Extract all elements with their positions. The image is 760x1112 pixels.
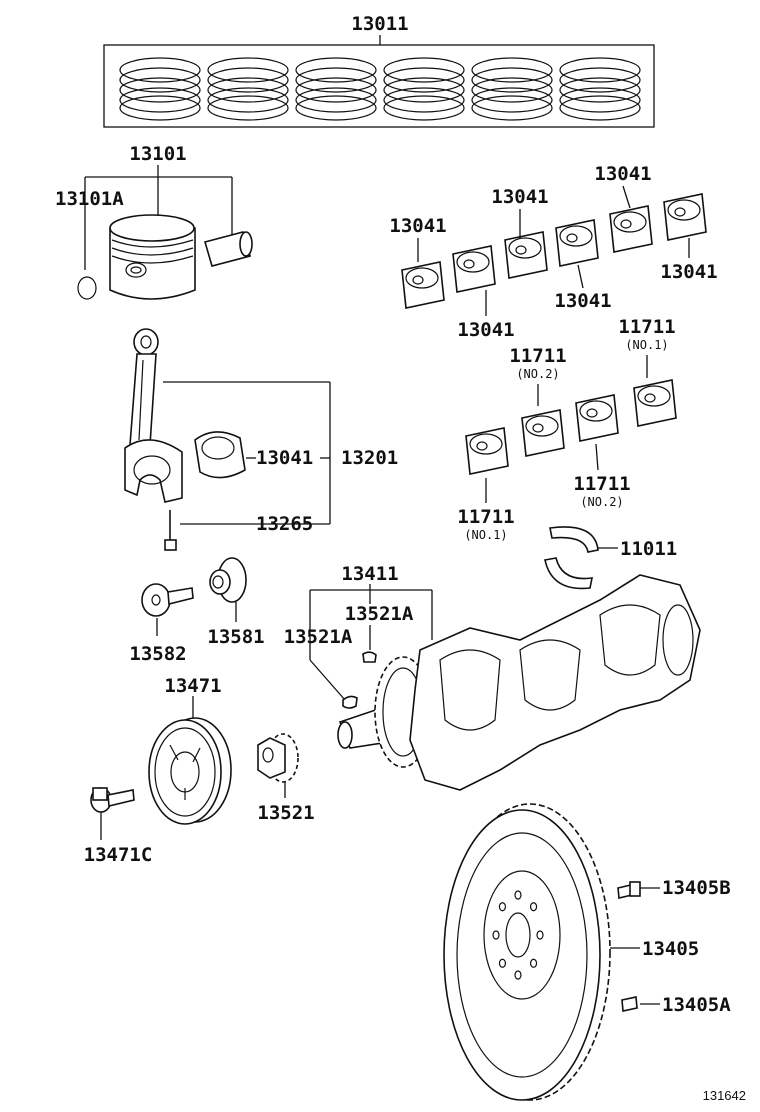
label-13521A-upper: 13521A <box>345 603 414 625</box>
piston-ring-4 <box>383 57 465 121</box>
label-13101: 13101 <box>129 143 186 165</box>
label-13411: 13411 <box>341 563 398 585</box>
piston-ring-2 <box>207 57 289 121</box>
bearing-leaders-b <box>485 355 648 503</box>
label-13201: 13201 <box>341 447 398 469</box>
bearing-leaders-a <box>417 185 690 316</box>
label-11711-no1-bottom: 11711 <box>457 506 514 528</box>
label-13041-a3: 13041 <box>594 163 651 185</box>
timing-gear <box>257 733 299 798</box>
main-bearing-2 <box>521 409 565 457</box>
label-13581: 13581 <box>207 626 264 648</box>
bearing-shell-5 <box>609 205 653 253</box>
bolt-13582 <box>141 583 194 636</box>
label-11711-no1-bottom-sub: (NO.1) <box>464 528 507 542</box>
label-13582: 13582 <box>129 643 186 665</box>
flywheel <box>443 803 660 1101</box>
crankshaft <box>309 574 701 791</box>
label-13041-conrod: 13041 <box>256 447 313 469</box>
thrust-washer <box>544 526 618 590</box>
piston-ring-1 <box>119 57 201 121</box>
bearing-shell-1 <box>401 261 445 309</box>
label-11711-no2-bottom: 11711 <box>573 473 630 495</box>
bearing-shells-13041 <box>401 193 707 309</box>
label-13521A-lower: 13521A <box>284 626 353 648</box>
bushing-13581 <box>209 557 247 622</box>
connecting-rod <box>124 328 331 551</box>
label-13471: 13471 <box>164 675 221 697</box>
label-11011: 11011 <box>620 538 677 560</box>
bearing-shell-2 <box>452 245 496 293</box>
label-13521: 13521 <box>257 802 314 824</box>
label-13041-a2: 13041 <box>491 186 548 208</box>
bearing-shell-3 <box>504 231 548 279</box>
label-11711-no2-top: 11711 <box>509 345 566 367</box>
label-13471C: 13471C <box>84 844 153 866</box>
main-bearing-3 <box>575 394 619 442</box>
label-13041-a4: 13041 <box>660 261 717 283</box>
label-13101A: 13101A <box>55 188 124 210</box>
piston-ring-3 <box>295 57 377 121</box>
label-13041-a6: 13041 <box>457 319 514 341</box>
crank-pulley <box>90 696 232 840</box>
piston-ring-set <box>103 35 655 128</box>
label-11711-no1-top: 11711 <box>618 316 675 338</box>
main-bearings-11711 <box>465 379 677 475</box>
label-13265: 13265 <box>256 513 313 535</box>
bearing-shell-4 <box>555 219 599 267</box>
piston-ring-6 <box>559 57 641 121</box>
bearing-shell-6 <box>663 193 707 241</box>
main-bearing-1 <box>465 427 509 475</box>
piston-assembly <box>77 165 253 300</box>
label-13011: 13011 <box>351 13 408 35</box>
label-11711-no1-top-sub: (NO.1) <box>625 338 668 352</box>
piston-ring-5 <box>471 57 553 121</box>
reference-number: 131642 <box>703 1088 746 1103</box>
main-bearing-4 <box>633 379 677 427</box>
label-13405B: 13405B <box>662 877 731 899</box>
label-13405: 13405 <box>642 938 699 960</box>
label-11711-no2-top-sub: (NO.2) <box>516 367 559 381</box>
label-13041-a5: 13041 <box>554 290 611 312</box>
label-11711-no2-bottom-sub: (NO.2) <box>580 495 623 509</box>
label-13405A: 13405A <box>662 994 731 1016</box>
label-13041-a1: 13041 <box>389 215 446 237</box>
